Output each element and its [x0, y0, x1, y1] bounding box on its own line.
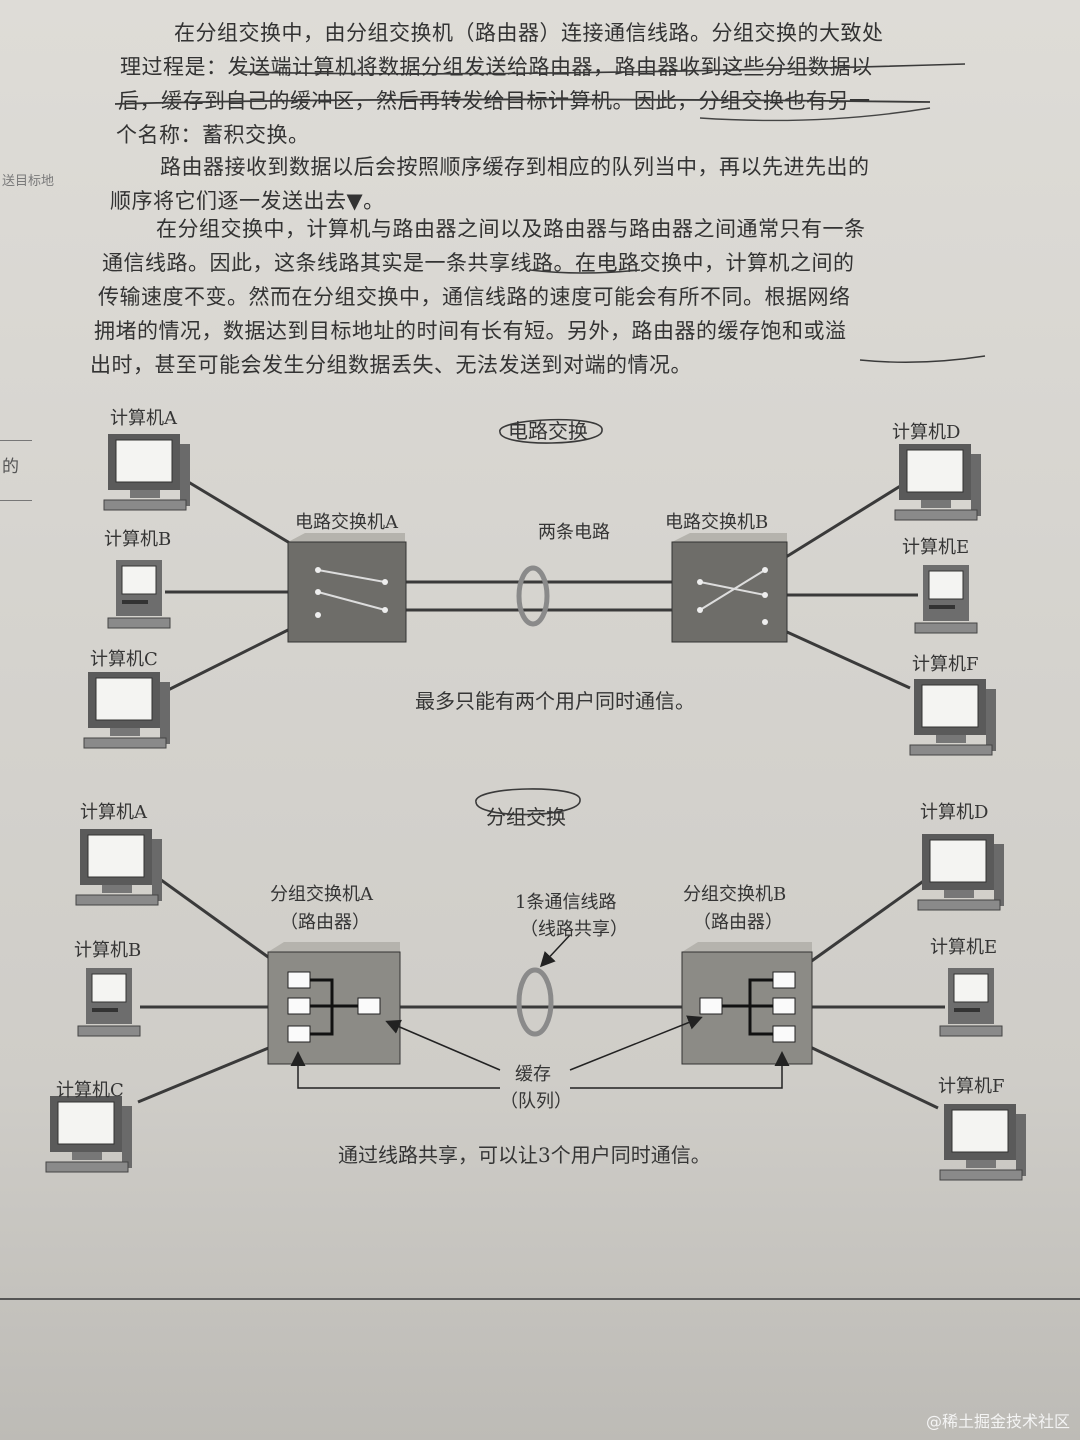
- link-sublabel: （线路共享）: [520, 919, 628, 940]
- packet-computer-b: 计算机B: [74, 940, 141, 961]
- computer-icon: [939, 1103, 1027, 1181]
- pencil-underlines: [114, 63, 986, 363]
- p1-line-1: 在分组交换中，由分组交换机（路由器）连接通信线路。分组交换的大致处: [174, 21, 884, 45]
- packet-link-ring: [516, 967, 554, 1037]
- p1-line-2: 理过程是：发送端计算机将数据分组发送给路由器，路由器收到这些分组数据以: [120, 55, 873, 79]
- paragraph-3: 在分组交换中，计算机与路由器之间以及路由器与路由器之间通常只有一条 通信线路。因…: [90, 212, 990, 382]
- p3-line-3: 传输速度不变。然而在分组交换中，通信线路的速度可能会有所不同。根据网络: [98, 285, 851, 309]
- circuit-section: 电路交换: [83, 408, 997, 756]
- router-a-sublabel: （路由器）: [280, 912, 370, 933]
- circuit-switch-a-label: 电路交换机A: [295, 512, 399, 533]
- p1-line-4: 个名称：蓄积交换。: [116, 123, 310, 147]
- p3-line-4: 拥堵的情况，数据达到目标地址的时间有长有短。另外，路由器的缓存饱和或溢: [94, 319, 847, 343]
- circuit-switch-b: [671, 533, 788, 643]
- computer-icon: [107, 559, 171, 629]
- circuit-computer-e: 计算机E: [902, 537, 969, 558]
- circuit-link-label: 两条电路: [538, 522, 610, 543]
- circuit-switch-a: [287, 533, 407, 643]
- switching-diagram: 电路交换: [45, 408, 1027, 1181]
- computer-icon: [917, 833, 1005, 911]
- packet-computer-d: 计算机D: [920, 802, 988, 823]
- packet-section: 分组交换: [45, 788, 1027, 1181]
- packet-router-b: [681, 942, 813, 1065]
- computer-icon: [103, 433, 191, 511]
- computer-icon: [909, 678, 997, 756]
- computer-icon: [939, 967, 1003, 1037]
- packet-caption: 通过线路共享，可以让3个用户同时通信。: [338, 1143, 711, 1167]
- pencil-circle: [499, 418, 603, 444]
- circuit-caption: 最多只能有两个用户同时通信。: [415, 689, 695, 713]
- circuit-switch-b-label: 电路交换机B: [665, 512, 768, 533]
- circuit-computer-b: 计算机B: [104, 529, 171, 550]
- link-label: 1条通信线路: [515, 892, 616, 913]
- circuit-title: 电路交换: [508, 419, 588, 443]
- buffer-sublabel: （队列）: [500, 1091, 572, 1112]
- packet-computer-f: 计算机F: [938, 1076, 1005, 1097]
- computer-icon: [894, 443, 982, 521]
- circuit-computer-c: 计算机C: [90, 649, 158, 670]
- pencil-circle: [475, 788, 581, 816]
- packet-router-a: [267, 942, 401, 1065]
- margin-note-2: 的: [2, 457, 19, 477]
- circuit-computer-a: 计算机A: [110, 408, 178, 429]
- p3-line-5: 出时，甚至可能会发生分组数据丢失、无法发送到对端的情况。: [90, 353, 692, 377]
- circuit-computer-d: 计算机D: [892, 422, 960, 443]
- circuit-computer-f: 计算机F: [912, 654, 979, 675]
- p3-line-1: 在分组交换中，计算机与路由器之间以及路由器与路由器之间通常只有一条: [156, 217, 866, 241]
- packet-title: 分组交换: [486, 805, 566, 829]
- computer-icon: [914, 564, 978, 634]
- page-bottom-rule: [0, 1298, 1080, 1300]
- computer-icon: [77, 967, 141, 1037]
- margin-note-1: 送目标地: [2, 174, 55, 189]
- buffer-label: 缓存: [515, 1064, 551, 1085]
- router-b-label: 分组交换机B: [683, 884, 786, 905]
- p3-line-2: 通信线路。因此，这条线路其实是一条共享线路。在电路交换中，计算机之间的: [102, 251, 855, 275]
- router-a-label: 分组交换机A: [270, 884, 374, 905]
- paragraph-2: 路由器接收到数据以后会按照顺序缓存到相应的队列当中，再以先进先出的 顺序将它们逐…: [90, 150, 990, 218]
- p2-line-1: 路由器接收到数据以后会按照顺序缓存到相应的队列当中，再以先进先出的: [160, 155, 870, 179]
- computer-icon: [45, 1095, 133, 1173]
- computer-icon: [83, 671, 171, 749]
- packet-computer-c: 计算机C: [56, 1080, 124, 1101]
- watermark: @稀土掘金技术社区: [925, 1412, 1070, 1431]
- router-b-sublabel: （路由器）: [693, 912, 783, 933]
- p2-line-2: 顺序将它们逐一发送出去▼。: [110, 189, 385, 213]
- circuit-link-ring: [516, 565, 550, 627]
- packet-computer-e: 计算机E: [930, 937, 997, 958]
- packet-computer-a: 计算机A: [80, 802, 148, 823]
- computer-icon: [75, 828, 163, 906]
